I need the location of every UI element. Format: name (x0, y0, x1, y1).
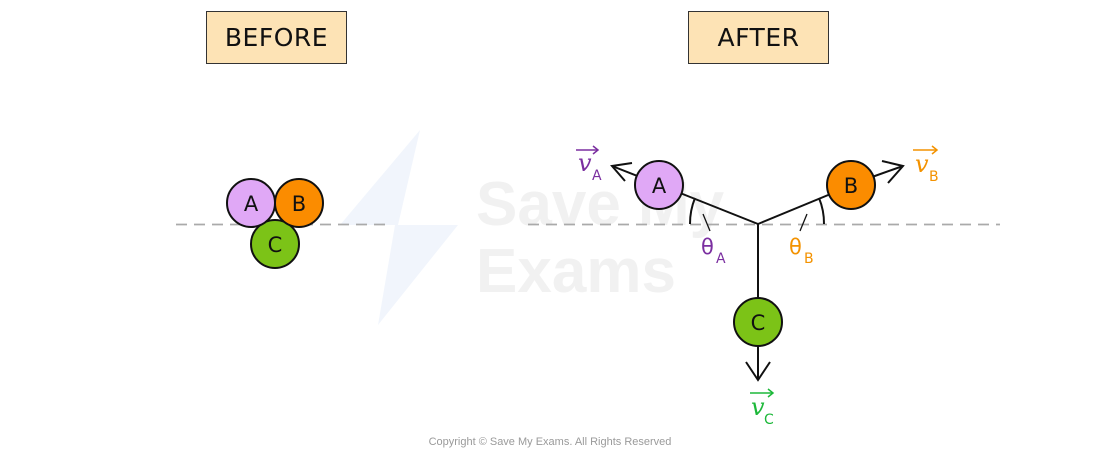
velocity-symbol-b: v (915, 150, 929, 178)
before-ball-a: A (226, 178, 276, 228)
after-ball-b: B (826, 160, 876, 210)
ball-b-circle (826, 160, 876, 210)
copyright-text: Copyright © Save My Exams. All Rights Re… (428, 436, 672, 448)
velocity-subscript-c: C (764, 412, 774, 428)
ball-a-label: A (652, 174, 667, 198)
ball-b-circle (274, 178, 324, 228)
velocity-label-b: v B (913, 145, 939, 185)
angle-subscript-a: A (716, 251, 726, 267)
watermark-logo (340, 130, 458, 325)
velocity-subscript-b: B (929, 169, 939, 185)
angle-pointer-a (702, 213, 711, 232)
after-ball-c: C (733, 297, 783, 347)
ball-c-circle (733, 297, 783, 347)
velocity-subscript-a: A (592, 168, 602, 184)
angle-label-a: θ A (701, 235, 726, 267)
before-ball-c: C (250, 219, 300, 269)
angle-symbol-a: θ (701, 235, 714, 259)
ball-b-label: B (292, 192, 306, 216)
ball-a-label: A (244, 192, 259, 216)
velocity-label-a: v A (576, 145, 602, 184)
after-ball-a: A (634, 160, 684, 210)
velocity-symbol-a: v (578, 149, 592, 177)
before-ball-b: B (274, 178, 324, 228)
velocity-symbol-c: v (751, 393, 765, 421)
angle-symbol-b: θ (789, 235, 802, 259)
angle-subscript-b: B (804, 251, 814, 267)
watermark-text-line2: Exams (476, 237, 676, 306)
angle-arc-b (818, 197, 826, 225)
arrow-b (871, 160, 905, 184)
after-title-box: AFTER (688, 11, 829, 64)
arrow-a (610, 162, 641, 182)
ball-c-label: C (751, 311, 766, 335)
angle-pointer-b (799, 213, 808, 232)
ball-c-circle (250, 219, 300, 269)
angle-arc-a (688, 197, 696, 225)
arrow-c (745, 346, 771, 382)
ball-c-label: C (268, 233, 283, 257)
ball-a-circle (634, 160, 684, 210)
before-title-box: BEFORE (206, 11, 347, 64)
angle-label-b: θ B (789, 235, 814, 267)
ball-b-label: B (844, 174, 858, 198)
velocity-label-c: v C (750, 388, 775, 428)
